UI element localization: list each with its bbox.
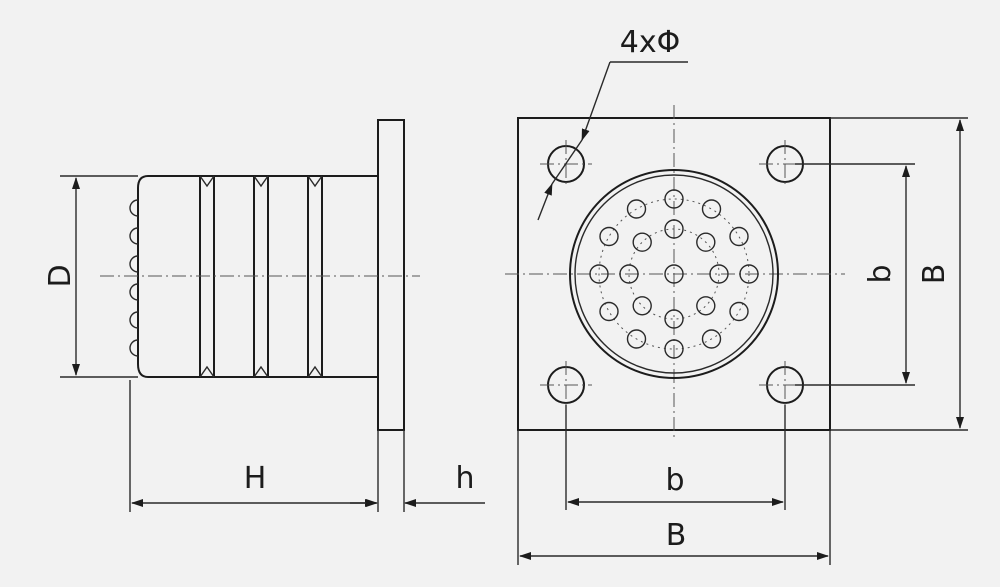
side-view: D H h bbox=[43, 119, 485, 512]
groove-chevrons bbox=[199, 175, 323, 378]
face-bump-inner bbox=[664, 309, 684, 329]
label-H: H bbox=[244, 461, 267, 496]
dimension-h: h bbox=[350, 430, 485, 512]
face-bump-outer bbox=[589, 264, 609, 284]
face-bump-inner bbox=[619, 264, 639, 284]
label-h: h bbox=[455, 461, 474, 496]
face-bump-outer bbox=[626, 199, 647, 219]
rubber-face-outer bbox=[569, 169, 779, 379]
face-bump-inner bbox=[632, 232, 652, 252]
front-view bbox=[505, 105, 845, 440]
face-bump-outer bbox=[599, 301, 619, 322]
face-bump-outer bbox=[626, 329, 647, 349]
label-B-vertical: B bbox=[917, 264, 952, 285]
face-bump-outer bbox=[664, 339, 684, 359]
label-B-horizontal: B bbox=[666, 518, 687, 553]
face-bump-outer bbox=[599, 226, 619, 247]
label-b-vertical: b bbox=[863, 264, 898, 283]
rubber-face-inner bbox=[574, 174, 774, 374]
face-bump-center bbox=[664, 264, 684, 284]
surface-bumps bbox=[129, 199, 139, 357]
face-bump-outer bbox=[664, 189, 684, 209]
label-hole-count-diameter: 4xΦ bbox=[620, 25, 680, 60]
dimension-H: H bbox=[129, 380, 379, 512]
dimension-D: D bbox=[43, 175, 138, 378]
pitch-circle-outer bbox=[598, 198, 750, 350]
face-bump-outer bbox=[701, 329, 722, 349]
dimension-b-vertical: b bbox=[795, 163, 915, 386]
face-bump-inner bbox=[696, 296, 716, 316]
face-bump-inner bbox=[632, 296, 652, 316]
dimension-b-horizontal: b bbox=[565, 405, 786, 510]
face-bumps bbox=[589, 189, 759, 359]
label-D: D bbox=[43, 264, 78, 287]
face-bump-outer bbox=[739, 264, 759, 284]
dimension-B-vertical: B bbox=[830, 117, 968, 431]
face-bump-inner bbox=[709, 264, 729, 284]
face-bump-outer bbox=[701, 199, 722, 219]
face-bump-outer bbox=[729, 301, 749, 322]
flange-plate bbox=[377, 119, 405, 431]
dimension-B-horizontal: B bbox=[517, 430, 831, 565]
face-bump-inner bbox=[696, 232, 716, 252]
hole-callout: 4xΦ bbox=[537, 25, 688, 221]
face-bump-inner bbox=[664, 219, 684, 239]
face-bump-outer bbox=[729, 226, 749, 247]
pitch-circle-inner bbox=[628, 228, 720, 320]
label-b-horizontal: b bbox=[665, 463, 684, 498]
